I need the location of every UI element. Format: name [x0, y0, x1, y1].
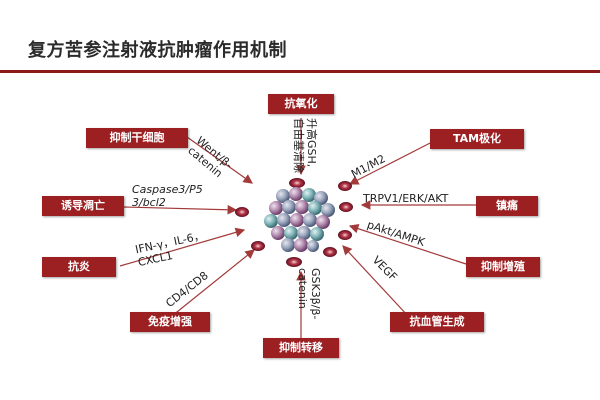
blood-cell: [235, 207, 249, 217]
arrow-inflammation: [119, 227, 246, 267]
box-anti-inflammation: 抗炎: [42, 257, 116, 277]
box-inhibit-proliferation: 抑制增殖: [466, 257, 540, 277]
label-antioxidant: 升高GSH, 自由基清除: [292, 118, 318, 173]
blood-cell: [323, 247, 337, 257]
title-underline: [0, 70, 600, 73]
box-anti-angiogenesis: 抗血管生成: [390, 312, 484, 332]
label-pain: TRPV1/ERK/AKT: [363, 192, 449, 205]
box-immune-enhancement: 免疫增强: [130, 312, 210, 332]
blood-cell: [339, 202, 353, 212]
box-antioxidant: 抗氧化: [268, 94, 334, 114]
box-inhibit-metastasis: 抑制转移: [263, 338, 339, 358]
arrow-lines: [119, 118, 480, 340]
box-tam-polarization: TAM极化: [430, 129, 524, 149]
arrow-proliferation: [348, 224, 467, 265]
box-inhibit-stem-cells: 抑制干细胞: [86, 128, 188, 148]
arrow-tam: [348, 139, 437, 185]
tumor-cell-cluster: [264, 187, 335, 252]
arrow-cell-inhibition: [186, 136, 253, 184]
arrow-apoptosis: [123, 204, 238, 215]
page-title: 复方苦参注射液抗肿瘤作用机制: [28, 40, 287, 61]
arrow-angiogenesis: [342, 245, 409, 317]
blood-cell: [286, 257, 302, 267]
label-metastasis: GSK3β/β- catenin: [296, 268, 322, 320]
label-apoptosis: Caspase3/P5 3/bcl2: [132, 183, 203, 209]
red-blood-cells: [235, 178, 353, 267]
blood-cell: [338, 181, 352, 191]
blood-cell: [338, 230, 352, 240]
box-analgesia: 镇痛: [476, 196, 538, 216]
arrow-immunity: [171, 249, 255, 317]
blood-cell: [289, 178, 305, 188]
box-induce-apoptosis: 诱导凋亡: [42, 196, 124, 216]
blood-cell: [251, 241, 265, 251]
